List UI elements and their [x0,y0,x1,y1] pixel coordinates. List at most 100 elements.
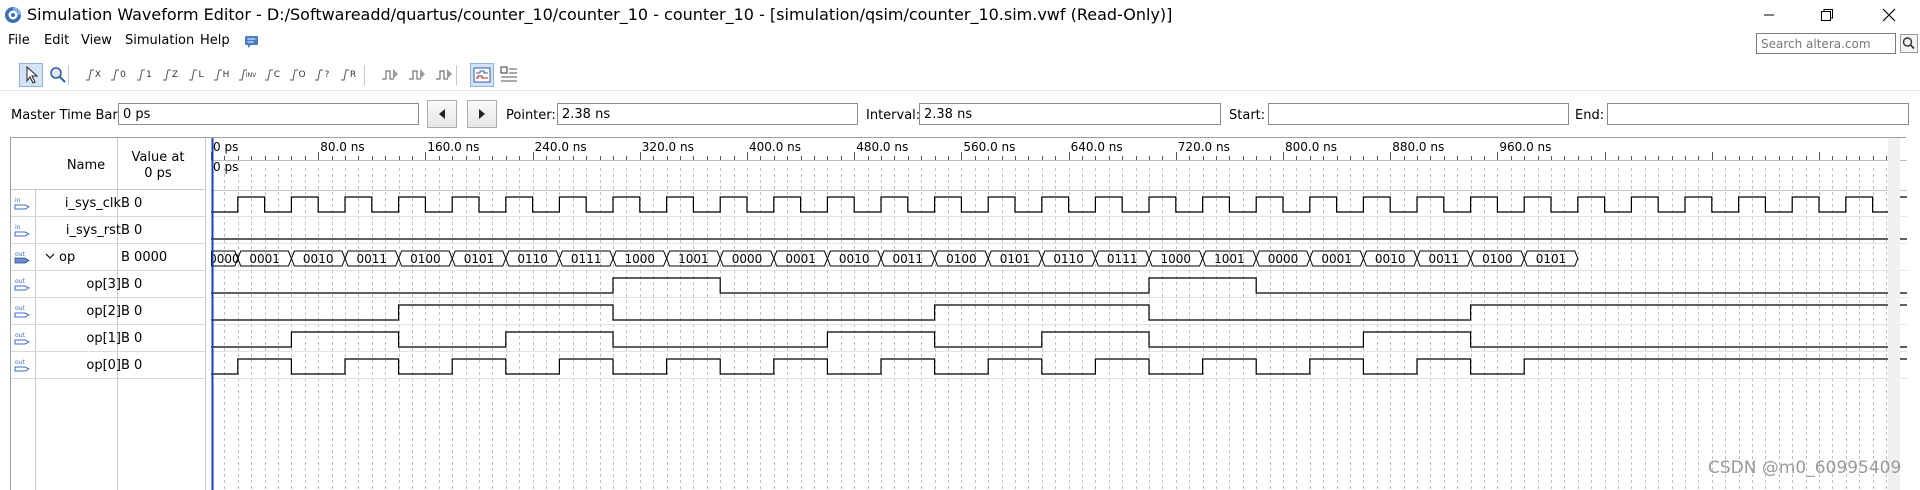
value-at-time-label: 0 ps [144,166,172,181]
time-tick-label: 320.0 ns [642,140,694,154]
watermark-text: CSDN @m0_60995409 [1708,458,1902,478]
menu-edit[interactable]: Edit [44,33,70,48]
force-unknown-button[interactable]: X [83,63,107,87]
bus-value-label: 0010 [1375,252,1406,266]
pointer-label: Pointer: [506,108,556,123]
close-icon [1882,8,1896,22]
signal-name: op[3] [86,277,121,292]
bit-waveform [211,277,1907,294]
force-weak-high-button[interactable]: H [211,63,235,87]
previous-transition-button[interactable] [427,100,457,128]
search-icon[interactable] [1900,34,1918,53]
bus-value-label: 1001 [678,252,709,266]
waveform-view-button[interactable] [470,63,494,87]
snap-to-grid-button[interactable] [497,63,521,87]
pin-out-icon: out [14,305,31,318]
bus-value-label: 0100 [1482,252,1513,266]
toolbar-separator [364,65,365,85]
count-value-button[interactable]: C [262,63,286,87]
time-tick-label: 240.0 ns [535,140,587,154]
signal-row-op3[interactable]: out op[3]B 0 [11,271,205,298]
run-functional-simulation-button[interactable] [378,63,402,87]
bus-segment [1523,250,1579,267]
start-label: Start: [1229,108,1266,123]
feedback-icon[interactable] [244,34,260,50]
master-time-bar-field[interactable] [118,103,419,125]
time-tick-label: 720.0 ns [1178,140,1230,154]
pin-out-icon: out [14,278,31,291]
arbitrary-value-glyph: ? [325,70,330,80]
next-transition-button[interactable] [467,100,497,128]
force-weak-low-icon: L [189,69,204,81]
force-high-glyph: 1 [146,70,152,80]
invert-button[interactable]: INV [236,63,260,87]
restore-button[interactable] [1798,0,1856,30]
force-weak-low-button[interactable]: L [186,63,210,87]
signal-name: op [59,250,76,265]
arbitrary-value-button[interactable]: ? [312,63,336,87]
interval-field[interactable] [919,103,1221,125]
chevron-down-icon[interactable] [44,250,56,262]
force-high-impedance-button[interactable]: Z [160,63,184,87]
bit-waveform [211,331,1907,348]
signal-value: B 0 [121,277,143,292]
search-input[interactable] [1756,33,1896,54]
menu-view[interactable]: View [81,33,112,48]
generate-netlist-button[interactable] [432,63,456,87]
end-field[interactable] [1607,103,1909,125]
bus-value-label: 0101 [464,252,495,266]
force-unknown-glyph: X [95,70,101,80]
bus-value-label: 0001 [785,252,816,266]
vertical-scrollbar[interactable] [1888,138,1900,490]
menu-file[interactable]: File [8,33,30,48]
pointer-field[interactable] [557,103,858,125]
signal-name: i_sys_clk [64,196,121,211]
bus-value-label: 0100 [410,252,441,266]
pin-in-icon: in [14,197,31,210]
invert-icon: INV [239,69,257,81]
pin-direction-label: out [15,359,25,366]
menu-help[interactable]: Help [200,33,230,48]
force-weak-high-icon: H [214,69,229,81]
zoom-tool-button[interactable] [46,63,70,87]
cursor-time-label: 0 ps [213,160,238,174]
force-high-button[interactable]: 1 [134,63,158,87]
close-button[interactable] [1858,0,1920,30]
start-field[interactable] [1268,103,1569,125]
random-value-icon: R [341,69,356,81]
time-ruler-background [211,138,1907,160]
bus-value-label: 0110 [517,252,548,266]
bus-value-label: 0111 [571,252,602,266]
selection-tool-button[interactable] [19,63,43,87]
app-logo-icon [5,7,21,23]
bus-value-label: 1000 [625,252,656,266]
signal-value: B 0 [121,331,143,346]
bus-value-label: 0101 [1000,252,1031,266]
menu-simulation[interactable]: Simulation [125,33,195,48]
random-value-button[interactable]: R [338,63,362,87]
run-timing-simulation-button[interactable] [405,63,429,87]
minimize-button[interactable] [1740,0,1798,30]
clock-button[interactable]: O [287,63,311,87]
pin-direction-label: out [15,305,25,312]
list-wave-divider [205,138,206,490]
signal-value: B 0 [121,358,143,373]
count-value-glyph: C [274,70,280,80]
force-unknown-icon: X [86,69,101,81]
bus-value-label: 0000 [211,252,240,266]
clock-icon: O [290,69,306,81]
pin-out-icon: out [14,332,31,345]
bus-value-label: 0100 [946,252,977,266]
pin-out-bus-icon: out [14,251,30,264]
force-low-button[interactable]: 0 [108,63,132,87]
